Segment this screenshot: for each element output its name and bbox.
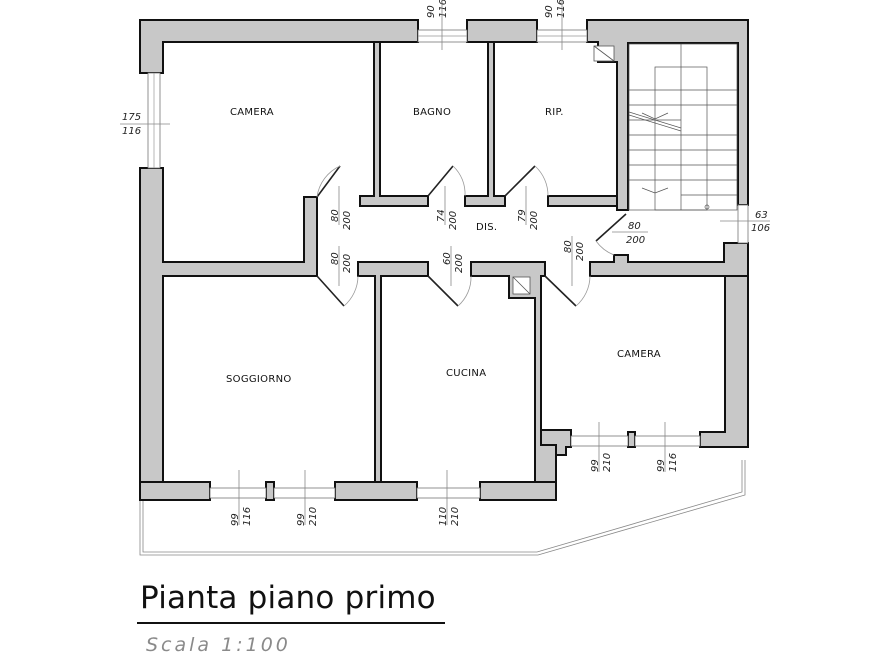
staircase — [628, 43, 738, 211]
dim-camera-se-door2-h: 210 — [602, 453, 613, 472]
dim-soggiorno-window-h: 116 — [242, 507, 253, 526]
dim-bagno-window-h: 116 — [438, 0, 449, 18]
room-bagno: BAGNO — [413, 107, 451, 118]
room-labels: CAMERA BAGNO RIP. DIS. SOGGIORNO CUCINA … — [226, 107, 661, 385]
dimension-labels: 175 116 80 200 63 106 — [120, 112, 770, 246]
room-camera-nw: CAMERA — [230, 107, 274, 118]
vertical-dimensions: 90 116 90 116 80 200 74 200 79 200 80 20… — [230, 0, 679, 526]
walls — [139, 19, 749, 501]
title-underline — [137, 622, 445, 624]
dim-cucina-door-h: 200 — [454, 254, 465, 273]
dim-stair-window-w: 63 — [755, 210, 768, 221]
terrace-outline — [139, 460, 746, 556]
dim-camera-se-door2-w: 99 — [590, 459, 601, 472]
room-soggiorno: SOGGIORNO — [226, 374, 292, 385]
dim-camera-se-door-h: 200 — [575, 242, 586, 261]
dim-rip-door-w: 79 — [517, 209, 528, 222]
dim-stair-door-w: 80 — [628, 221, 641, 232]
dim-cucina-window-h: 210 — [450, 507, 461, 526]
drawing-title: Pianta piano primo — [140, 580, 436, 616]
dim-stair-door-h: 200 — [626, 235, 645, 246]
dim-soggiorno-door-w: 80 — [330, 252, 341, 265]
room-cucina: CUCINA — [446, 368, 486, 379]
dim-camera-se-window-h: 116 — [668, 453, 679, 472]
dim-stair-window-h: 106 — [751, 223, 770, 234]
dim-camera-nw-window-h: 116 — [122, 126, 141, 137]
dim-bagno-window-w: 90 — [426, 5, 437, 18]
dim-soggiorno-window-w: 99 — [230, 513, 241, 526]
dim-rip-window-h: 116 — [556, 0, 567, 18]
dim-cucina-window-w: 110 — [438, 507, 449, 526]
dim-rip-window-w: 90 — [544, 5, 555, 18]
doors — [316, 165, 627, 307]
dim-soggiorno-door2-w: 99 — [296, 513, 307, 526]
room-dis: DIS. — [476, 222, 497, 233]
dim-camera-se-door-w: 80 — [563, 240, 574, 253]
dim-bagno-door-h: 200 — [448, 211, 459, 230]
dim-soggiorno-door2-h: 210 — [308, 507, 319, 526]
dim-camera-se-window-w: 99 — [656, 459, 667, 472]
dim-bagno-door-w: 74 — [436, 209, 447, 222]
drawing-scale: Scala 1:100 — [146, 634, 291, 656]
dim-camera-nw-door-h: 200 — [342, 211, 353, 230]
dim-cucina-door-w: 60 — [442, 252, 453, 265]
dim-camera-nw-door-w: 80 — [330, 209, 341, 222]
dim-rip-door-h: 200 — [529, 211, 540, 230]
room-camera-se: CAMERA — [617, 349, 661, 360]
dim-camera-nw-window-w: 175 — [122, 112, 141, 123]
room-rip: RIP. — [545, 107, 564, 118]
dim-soggiorno-door-h: 200 — [342, 254, 353, 273]
